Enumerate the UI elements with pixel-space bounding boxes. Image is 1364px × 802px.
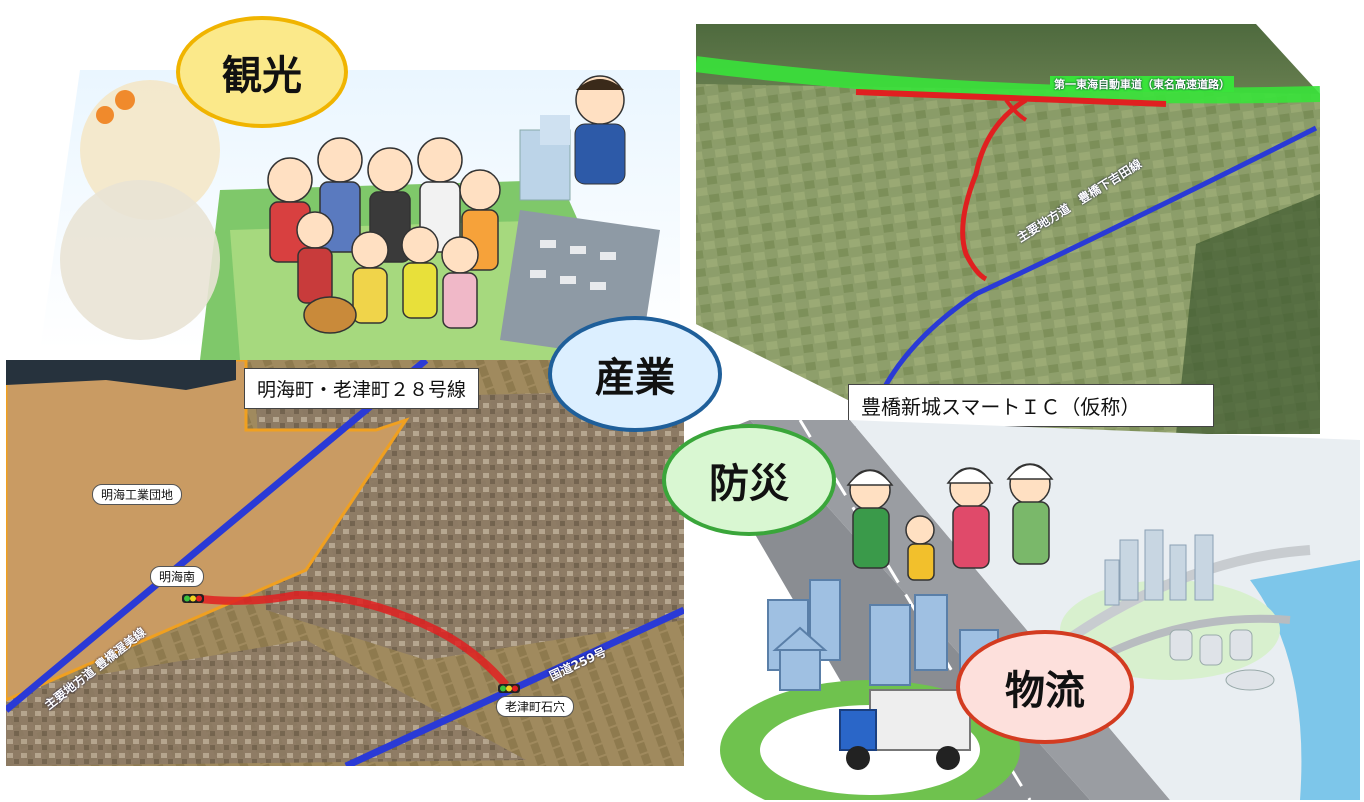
expressway-label: 第一東海自動車道（東名高速道路） xyxy=(1050,76,1234,92)
category-disaster: 防災 xyxy=(662,424,836,536)
intersection-north-label: 明海南 xyxy=(150,566,205,587)
tourism-illustration xyxy=(40,60,680,360)
category-industry: 産業 xyxy=(548,316,722,432)
smart-ic-label: 豊橋新城スマートＩＣ（仮称） xyxy=(848,384,1214,427)
smart-ic-aerial-map: 第一東海自動車道（東名高速道路） 主要地方道 豊橋下吉田線 xyxy=(696,24,1320,434)
intersection-south-label: 老津町石穴 xyxy=(496,696,575,717)
route-title: 明海町・老津町２８号線 xyxy=(244,368,480,409)
category-tourism: 観光 xyxy=(176,16,348,128)
category-logistics: 物流 xyxy=(956,630,1134,744)
industrial-area-label: 明海工業団地 xyxy=(92,484,183,505)
route-aerial-map: 明海工業団地 明海南 老津町石穴 国道259号 主要地方道 豊橋渥美線 xyxy=(6,360,684,766)
